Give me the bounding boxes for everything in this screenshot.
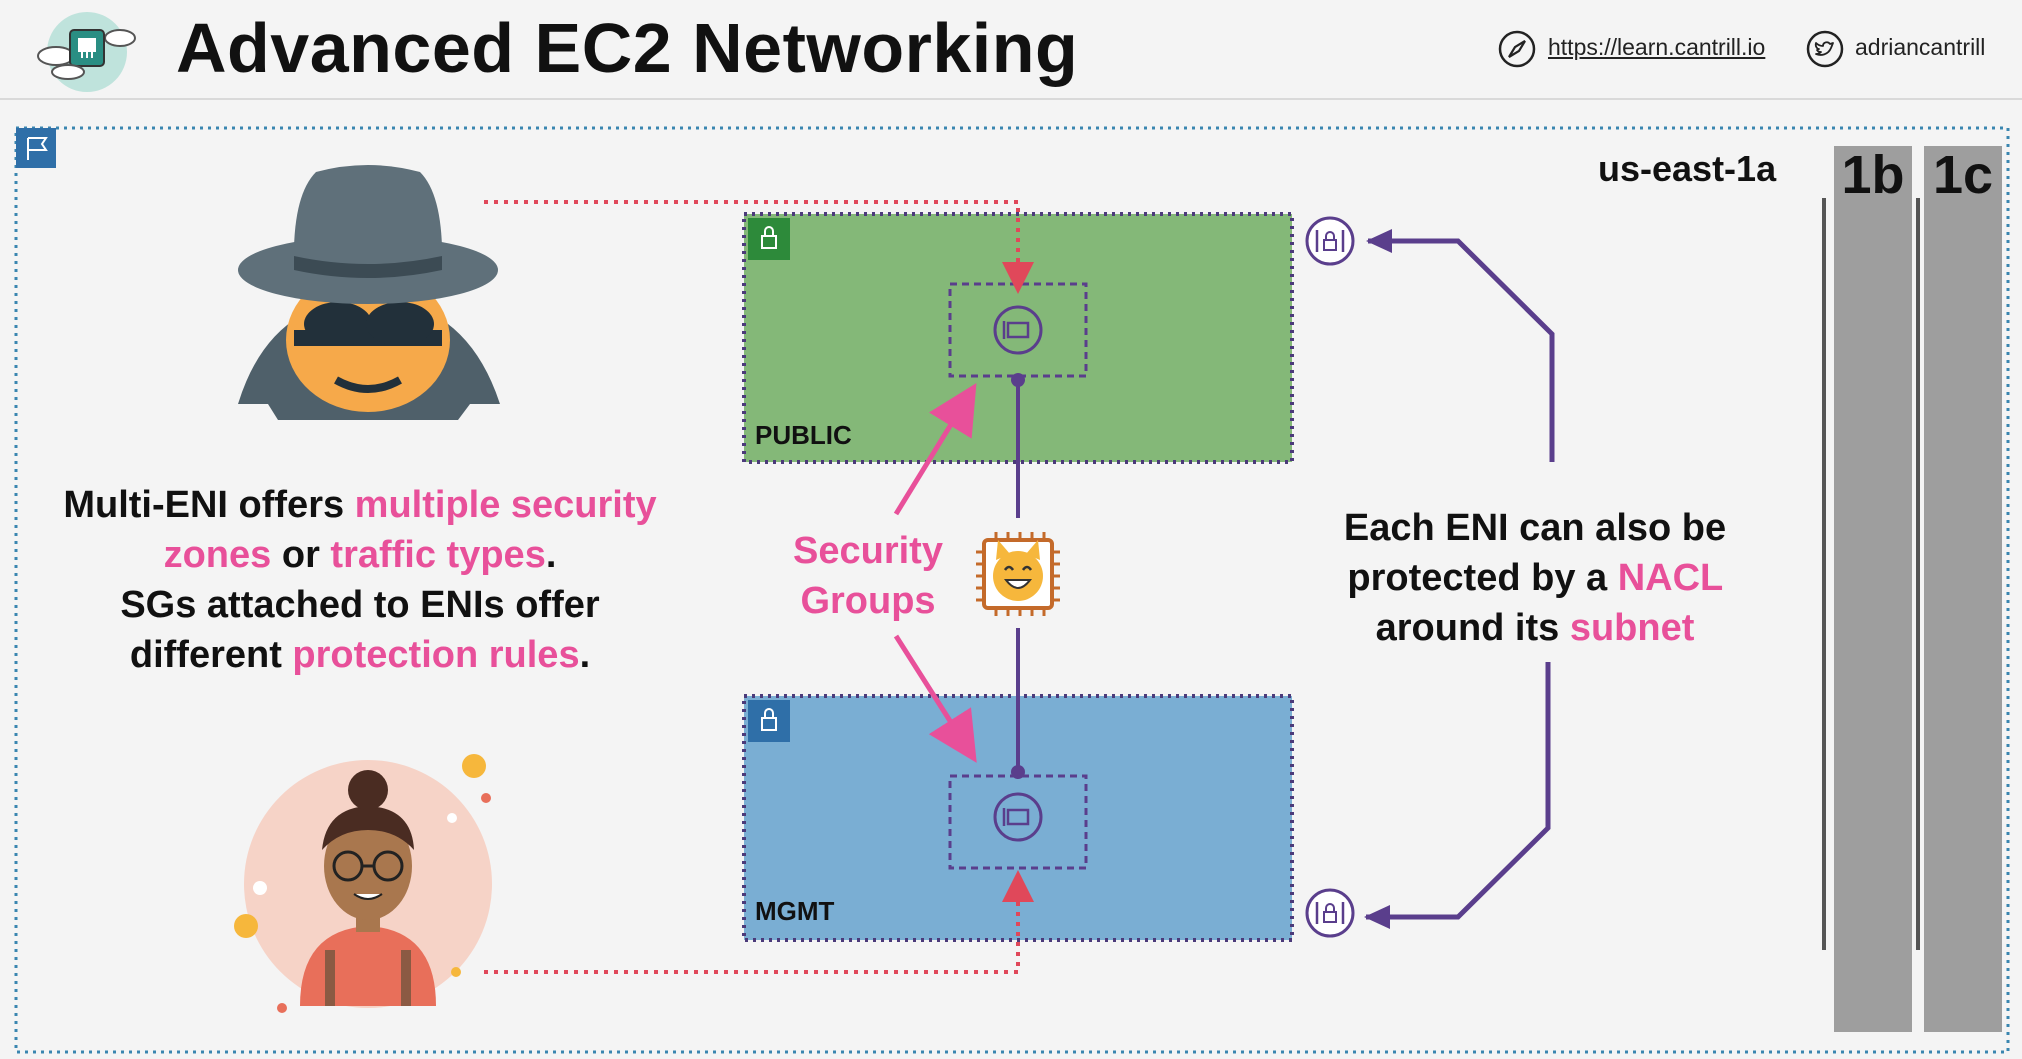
site-link[interactable]: https://learn.cantrill.io bbox=[1548, 34, 1766, 60]
right-text-highlight: NACL bbox=[1617, 557, 1723, 599]
nacl-icon-top bbox=[1305, 216, 1355, 266]
left-text-highlight: traffic types bbox=[330, 534, 546, 576]
right-text-part: Each ENI can also be protected by a bbox=[1343, 507, 1727, 599]
left-text-part: . bbox=[545, 534, 557, 576]
nacl-arrow-bottom bbox=[1366, 662, 1551, 920]
mgmt-eni-box bbox=[948, 774, 1088, 870]
left-text-part: SGs attached to ENIs offer different bbox=[120, 584, 600, 676]
admin-traffic-line bbox=[484, 870, 1034, 974]
public-eni-box bbox=[948, 282, 1088, 378]
flag-icon bbox=[16, 128, 56, 168]
twitter-bird-icon[interactable] bbox=[1806, 30, 1844, 68]
multi-eni-explanation: Multi-ENI offers multiple security zones… bbox=[60, 480, 660, 680]
public-subnet-label: PUBLIC bbox=[755, 420, 852, 450]
sg-label-line: Security bbox=[793, 530, 943, 572]
mgmt-eni-icon bbox=[993, 792, 1043, 842]
left-text-highlight: multiple security zones bbox=[163, 484, 657, 576]
nacl-explanation: Each ENI can also be protected by a NACL… bbox=[1300, 503, 1770, 653]
right-text-highlight: subnet bbox=[1569, 607, 1695, 649]
az-1c-label: 1c bbox=[1932, 145, 1994, 205]
public-eni-icon bbox=[993, 305, 1043, 355]
header-bar bbox=[0, 0, 2022, 100]
sg-arrow-bottom bbox=[893, 634, 977, 763]
mgmt-subnet-lock-icon bbox=[748, 700, 790, 742]
page-title: Advanced EC2 Networking bbox=[176, 9, 1079, 87]
cloud-network-logo-icon bbox=[37, 12, 136, 92]
nacl-arrow-top bbox=[1368, 238, 1555, 462]
region-label: us-east-1a bbox=[1598, 148, 1777, 189]
left-text-part: or bbox=[271, 534, 331, 576]
right-text-part: around its bbox=[1375, 607, 1570, 649]
sg-arrow-top bbox=[893, 382, 977, 516]
left-text-highlight: protection rules bbox=[292, 634, 580, 676]
az-1c-column bbox=[1924, 146, 2002, 1032]
left-text-part: . bbox=[579, 634, 591, 676]
vpc-boundary bbox=[14, 126, 2010, 1054]
sg-label-line: Groups bbox=[800, 580, 936, 622]
mgmt-subnet-label: MGMT bbox=[755, 896, 835, 926]
spy-attacker-avatar bbox=[238, 165, 500, 420]
twitter-handle[interactable]: adriancantrill bbox=[1855, 34, 1986, 60]
az-1b-column bbox=[1834, 146, 1912, 1032]
compass-icon[interactable] bbox=[1498, 30, 1536, 68]
left-text-part: Multi-ENI offers bbox=[63, 484, 355, 526]
attacker-traffic-line bbox=[484, 200, 1034, 294]
ec2-instance-icon bbox=[976, 532, 1060, 616]
public-subnet-lock-icon bbox=[748, 218, 790, 260]
admin-user-avatar bbox=[234, 754, 492, 1013]
az-1b-label: 1b bbox=[1841, 145, 1905, 205]
nacl-icon-bottom bbox=[1305, 888, 1355, 938]
